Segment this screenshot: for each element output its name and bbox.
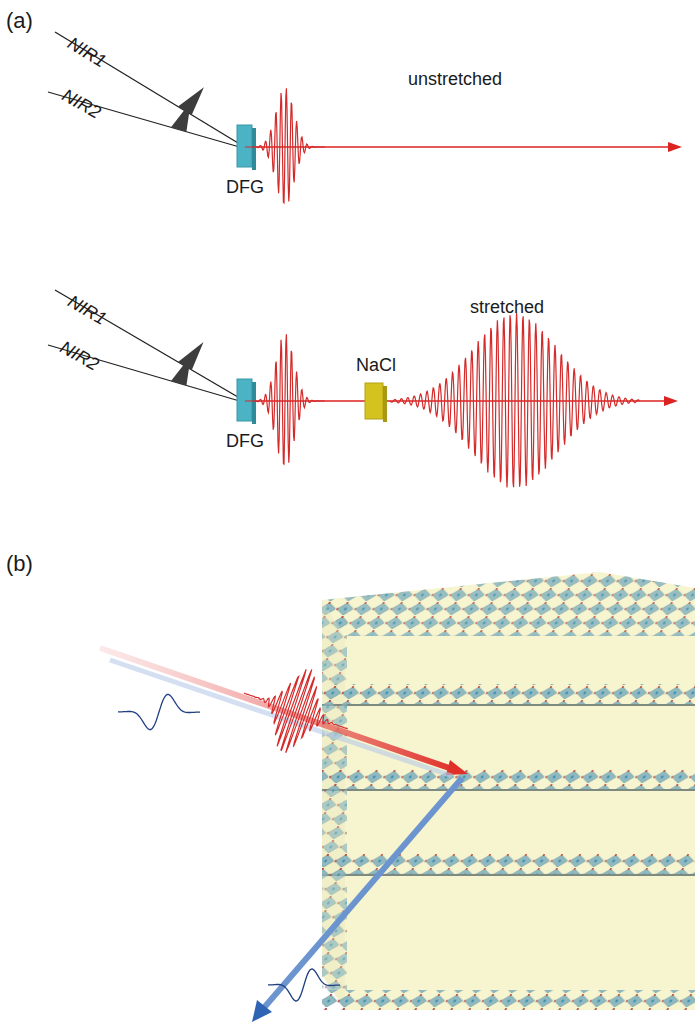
nir-pulse [171,102,191,132]
waveform-inset [118,694,200,729]
lattice-layer [322,684,695,704]
figure-label: (b) [6,553,33,575]
layer-gap [322,789,695,791]
layer-gap [322,704,695,706]
figure-label: DFG [226,432,264,450]
lattice-layer [322,769,695,789]
figure-label: NIR1 [65,34,109,71]
figure-label: DFG [226,178,264,196]
incident-pulse [244,669,348,752]
figure-label: NIR1 [65,292,110,328]
nir-pulse [171,356,191,386]
figure-label: stretched [470,298,544,316]
lattice-edge [322,600,347,1010]
lattice-layer [322,990,695,1010]
nir-pulse [178,87,204,115]
figure-label: NIR2 [59,86,104,122]
waveform-inset [268,969,340,1001]
figure-label: (a) [6,10,33,32]
figure-label: NIR2 [57,338,102,374]
figure-label: NaCl [356,356,396,374]
figure-label: unstretched [408,70,502,88]
stretched-pulse [390,313,640,487]
